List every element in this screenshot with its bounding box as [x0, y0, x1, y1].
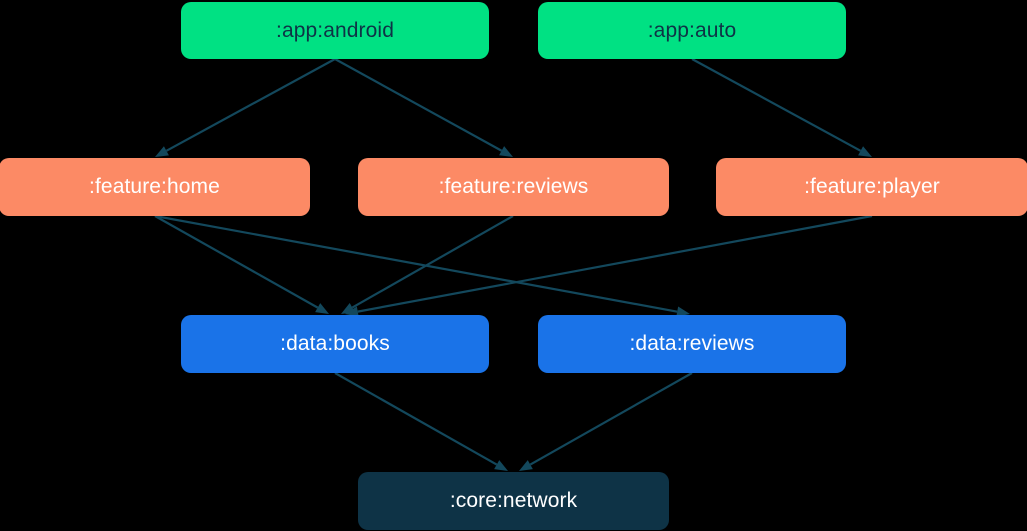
- graph-node-label: :core:network: [449, 489, 578, 512]
- arrowhead-feature-home-to-data-books: [315, 303, 329, 314]
- graph-node-label: :data:reviews: [629, 332, 755, 355]
- graph-node-feature-player[interactable]: :feature:player: [716, 158, 1027, 216]
- edge-app-android-to-feature-home: [165, 58, 336, 152]
- edge-feature-player-to-data-books: [357, 214, 873, 313]
- graph-node-label: :app:auto: [647, 18, 737, 42]
- arrowhead-feature-reviews-to-data-books: [341, 303, 355, 314]
- edge-app-android-to-feature-reviews: [334, 58, 503, 152]
- graph-node-label: :data:books: [280, 332, 390, 355]
- arrowhead-data-books-to-core-network: [494, 460, 508, 471]
- arrowhead-app-android-to-feature-home: [155, 146, 169, 157]
- arrowhead-data-reviews-to-core-network: [519, 460, 533, 471]
- graph-node-feature-reviews[interactable]: :feature:reviews: [358, 158, 669, 216]
- graph-node-label: :feature:reviews: [438, 175, 589, 198]
- edge-app-auto-to-feature-player: [691, 58, 862, 152]
- arrowhead-app-auto-to-feature-player: [858, 146, 872, 157]
- graph-node-core-network[interactable]: :core:network: [358, 472, 669, 530]
- graph-node-label: :app:android: [276, 18, 394, 42]
- arrowhead-app-android-to-feature-reviews: [499, 146, 513, 157]
- graph-node-label: :feature:home: [89, 175, 220, 198]
- graph-node-app-auto[interactable]: :app:auto: [538, 2, 846, 59]
- edge-data-reviews-to-core-network: [529, 372, 693, 466]
- graph-node-label: :feature:player: [804, 175, 940, 198]
- graph-node-data-reviews[interactable]: :data:reviews: [538, 315, 846, 373]
- graph-node-data-books[interactable]: :data:books: [181, 315, 489, 373]
- edge-feature-home-to-data-reviews: [154, 214, 678, 313]
- edge-feature-home-to-data-books: [154, 215, 319, 309]
- graph-node-app-android[interactable]: :app:android: [181, 2, 489, 59]
- graph-node-feature-home[interactable]: :feature:home: [0, 158, 310, 216]
- edge-feature-reviews-to-data-books: [351, 215, 514, 309]
- edge-data-books-to-core-network: [334, 372, 498, 466]
